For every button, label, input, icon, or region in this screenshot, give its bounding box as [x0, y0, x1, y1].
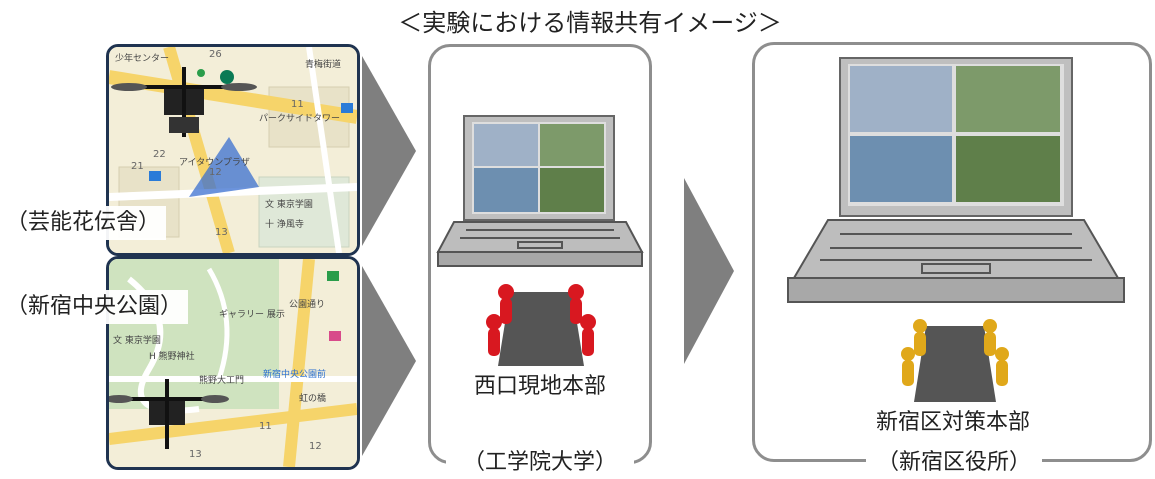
svg-text:公園通り: 公園通り [289, 299, 325, 310]
laptop-hq1 [436, 115, 644, 267]
svg-text:21: 21 [131, 161, 144, 172]
svg-text:13: 13 [215, 227, 228, 238]
site-label-geino: （芸能花伝舎） [0, 206, 167, 240]
site-label-chuo-park: （新宿中央公園） [0, 290, 189, 324]
svg-text:青梅街道: 青梅街道 [305, 58, 341, 70]
svg-text:11: 11 [291, 99, 304, 110]
svg-text:文 東京学園: 文 東京学園 [265, 198, 313, 210]
map-image: 公園通り ギャラリー 展示 文 東京学園 H 熊野神社 熊野大工門 新宿中央公園… [109, 259, 357, 467]
svg-text:12: 12 [309, 441, 322, 452]
map-panel-chuo-park: 公園通り ギャラリー 展示 文 東京学園 H 熊野神社 熊野大工門 新宿中央公園… [106, 256, 360, 470]
svg-text:11: 11 [259, 421, 272, 432]
svg-text:十 浄風寺: 十 浄風寺 [265, 218, 304, 230]
svg-text:虹の橋: 虹の橋 [299, 392, 326, 404]
arrow-map1-to-hq1 [362, 56, 416, 246]
svg-text:12: 12 [209, 167, 222, 178]
svg-text:パークサイドタワー: パークサイドタワー [259, 113, 340, 124]
drone-icon [109, 379, 229, 449]
svg-text:アイタウンプラザ: アイタウンプラザ [179, 157, 250, 168]
hq2-place: （新宿区役所） [866, 448, 1042, 478]
svg-text:文 東京学園: 文 東京学園 [113, 334, 161, 346]
arrow-map2-to-hq1 [362, 266, 416, 456]
hq2-name: 新宿区対策本部 [875, 410, 1030, 435]
arrow-hq1-to-hq2 [684, 178, 734, 364]
svg-text:H 熊野神社: H 熊野神社 [149, 350, 195, 362]
svg-text:22: 22 [153, 149, 166, 160]
svg-text:13: 13 [189, 449, 202, 460]
svg-text:26: 26 [209, 49, 222, 60]
meeting-figures-gold [901, 319, 1009, 402]
laptop-hq2 [787, 57, 1125, 303]
svg-text:新宿中央公園前: 新宿中央公園前 [263, 368, 326, 380]
svg-text:少年センター: 少年センター [115, 52, 169, 64]
hq1-place: （工学院大学） [446, 448, 634, 478]
meeting-figures-red [486, 284, 596, 366]
drone-icon [111, 67, 257, 137]
svg-text:熊野大工門: 熊野大工門 [199, 374, 244, 386]
diagram-title: ＜実験における情報共有イメージ＞ [398, 9, 782, 37]
hq1-name: 西口現地本部 [473, 374, 606, 399]
svg-text:ギャラリー 展示: ギャラリー 展示 [219, 309, 285, 320]
